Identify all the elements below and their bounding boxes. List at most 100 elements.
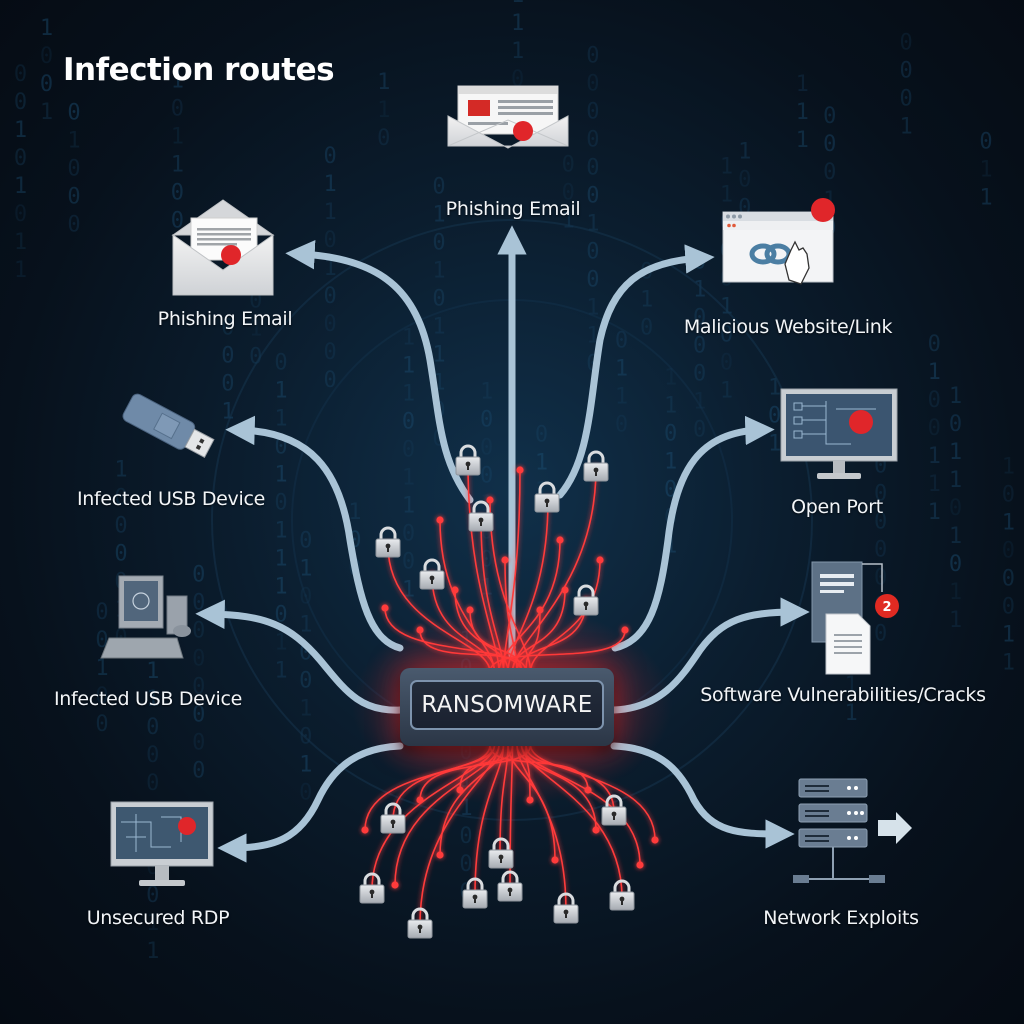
route-label-phishing-email-top: Phishing Email: [445, 198, 581, 220]
svg-text:0: 0: [146, 743, 159, 768]
svg-text:0: 0: [562, 181, 575, 206]
svg-text:1: 1: [299, 557, 312, 582]
arrow-usb-device: [225, 415, 404, 652]
svg-text:0: 0: [323, 368, 336, 393]
svg-text:1: 1: [664, 450, 677, 475]
red-wire: [394, 744, 500, 886]
svg-text:0: 0: [192, 563, 205, 588]
wire-node: [621, 626, 629, 634]
svg-text:0: 0: [949, 552, 962, 577]
svg-text:1: 1: [768, 376, 781, 401]
svg-text:1: 1: [323, 172, 336, 197]
svg-text:0: 0: [586, 128, 599, 153]
svg-text:0: 0: [586, 156, 599, 181]
svg-text:0: 0: [899, 58, 912, 83]
ransomware-core-label-box: RANSOMWARE: [410, 680, 604, 730]
svg-text:1: 1: [949, 440, 962, 465]
svg-text:1: 1: [1002, 651, 1015, 676]
red-wire: [419, 744, 500, 926]
padlock-icon: [407, 907, 433, 939]
svg-text:1: 1: [299, 697, 312, 722]
svg-text:1: 1: [348, 500, 361, 525]
svg-text:0: 0: [171, 209, 184, 234]
svg-text:1: 1: [274, 379, 287, 404]
red-wire: [419, 629, 527, 673]
route-label-desktop-usb: Infected USB Device: [53, 688, 243, 710]
svg-text:0: 0: [459, 852, 472, 877]
svg-text:1: 1: [432, 258, 445, 283]
svg-text:0: 0: [874, 565, 887, 590]
svg-text:1: 1: [274, 463, 287, 488]
red-wire: [529, 559, 601, 673]
svg-text:0: 0: [402, 521, 415, 546]
svg-text:1: 1: [402, 577, 415, 602]
svg-text:0: 0: [738, 168, 751, 193]
svg-text:0: 0: [562, 153, 575, 178]
padlock-icon: [455, 444, 481, 476]
svg-text:1: 1: [949, 580, 962, 605]
svg-text:0: 0: [95, 600, 108, 625]
red-wire: [489, 499, 532, 673]
virus-icon: [178, 817, 196, 835]
svg-text:0: 0: [1002, 567, 1015, 592]
svg-text:0: 0: [693, 333, 706, 358]
padlock-icon: [380, 802, 406, 834]
svg-text:1: 1: [693, 389, 706, 414]
svg-text:1: 1: [949, 384, 962, 409]
route-label-unsecured-rdp: Unsecured RDP: [86, 907, 230, 929]
route-label-network-exploits: Network Exploits: [763, 907, 919, 929]
route-label-usb-device: Infected USB Device: [76, 488, 266, 510]
svg-text:1: 1: [845, 701, 858, 726]
svg-text:0: 0: [402, 549, 415, 574]
wire-node: [516, 466, 524, 474]
svg-text:0: 0: [586, 100, 599, 125]
svg-text:0: 0: [146, 715, 159, 740]
red-wire: [439, 519, 496, 673]
svg-text:0: 0: [720, 351, 733, 376]
wire-node: [451, 586, 459, 594]
svg-text:0: 0: [586, 72, 599, 97]
wire-node: [551, 856, 559, 864]
padlock-icon: [553, 892, 579, 924]
red-wire: [459, 744, 514, 791]
svg-text:0: 0: [693, 305, 706, 330]
red-wire: [387, 544, 491, 673]
svg-text:1: 1: [796, 72, 809, 97]
red-wire: [525, 609, 541, 673]
padlock-icon: [419, 558, 445, 590]
svg-text:0: 0: [480, 408, 493, 433]
svg-text:1: 1: [562, 209, 575, 234]
svg-text:0: 0: [274, 603, 287, 628]
arrow-right-icon: [878, 812, 912, 844]
padlock-icon: [534, 481, 560, 513]
svg-text:1: 1: [95, 656, 108, 681]
server-rack-icon: [793, 778, 885, 883]
wire-node: [501, 556, 509, 564]
svg-text:0: 0: [377, 126, 390, 151]
svg-text:1: 1: [323, 256, 336, 281]
padlock-icon: [468, 500, 494, 532]
svg-text:0: 0: [274, 491, 287, 516]
svg-text:0: 0: [323, 340, 336, 365]
arrow-malicious-website: [556, 244, 715, 499]
svg-text:0: 0: [14, 202, 27, 227]
svg-text:1: 1: [664, 394, 677, 419]
svg-text:0: 0: [192, 619, 205, 644]
svg-text:1: 1: [720, 183, 733, 208]
svg-text:1: 1: [402, 381, 415, 406]
svg-text:0: 0: [823, 160, 836, 185]
route-label-phishing-email-left: Phishing Email: [157, 308, 293, 330]
svg-text:1: 1: [274, 575, 287, 600]
usb-drive-icon: [122, 393, 215, 458]
monitor-virus-icon: [780, 388, 898, 479]
svg-text:1: 1: [323, 200, 336, 225]
svg-text:1: 1: [299, 753, 312, 778]
badge: 2: [875, 594, 899, 618]
svg-text:0: 0: [323, 284, 336, 309]
padlock-icon: [609, 879, 635, 911]
document-crack-icon: [811, 561, 883, 675]
wire-node: [436, 851, 444, 859]
route-label-software-vuln: Software Vulnerabilities/Cracks: [700, 684, 986, 706]
svg-text:0: 0: [874, 509, 887, 534]
red-wire: [474, 744, 505, 896]
